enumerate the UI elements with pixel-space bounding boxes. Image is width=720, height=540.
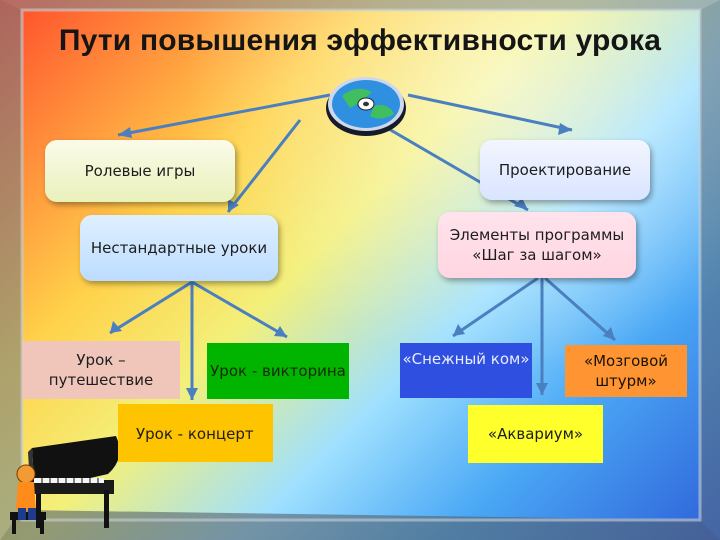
node-role-games: Ролевые игры	[45, 140, 235, 202]
node-lesson-concert: Урок - концерт	[118, 404, 273, 462]
node-aquarium: «Аквариум»	[468, 405, 603, 463]
node-step-by-step-program: Элементы программы «Шаг за шагом»	[438, 212, 636, 278]
node-snowball: «Снежный ком»	[400, 343, 532, 398]
cd-disc-icon	[326, 77, 406, 136]
page-title: Пути повышения эффективности урока	[58, 24, 662, 57]
arrowheads	[110, 123, 615, 400]
node-lesson-travel: Урок – путешествие	[22, 341, 180, 399]
node-lesson-quiz: Урок - викторина	[207, 343, 349, 399]
node-design: Проектирование	[480, 140, 650, 200]
node-nonstandard-lessons: Нестандартные уроки	[80, 215, 278, 281]
node-brainstorm: «Мозговой штурм»	[565, 345, 687, 397]
piano-icon	[10, 436, 120, 534]
